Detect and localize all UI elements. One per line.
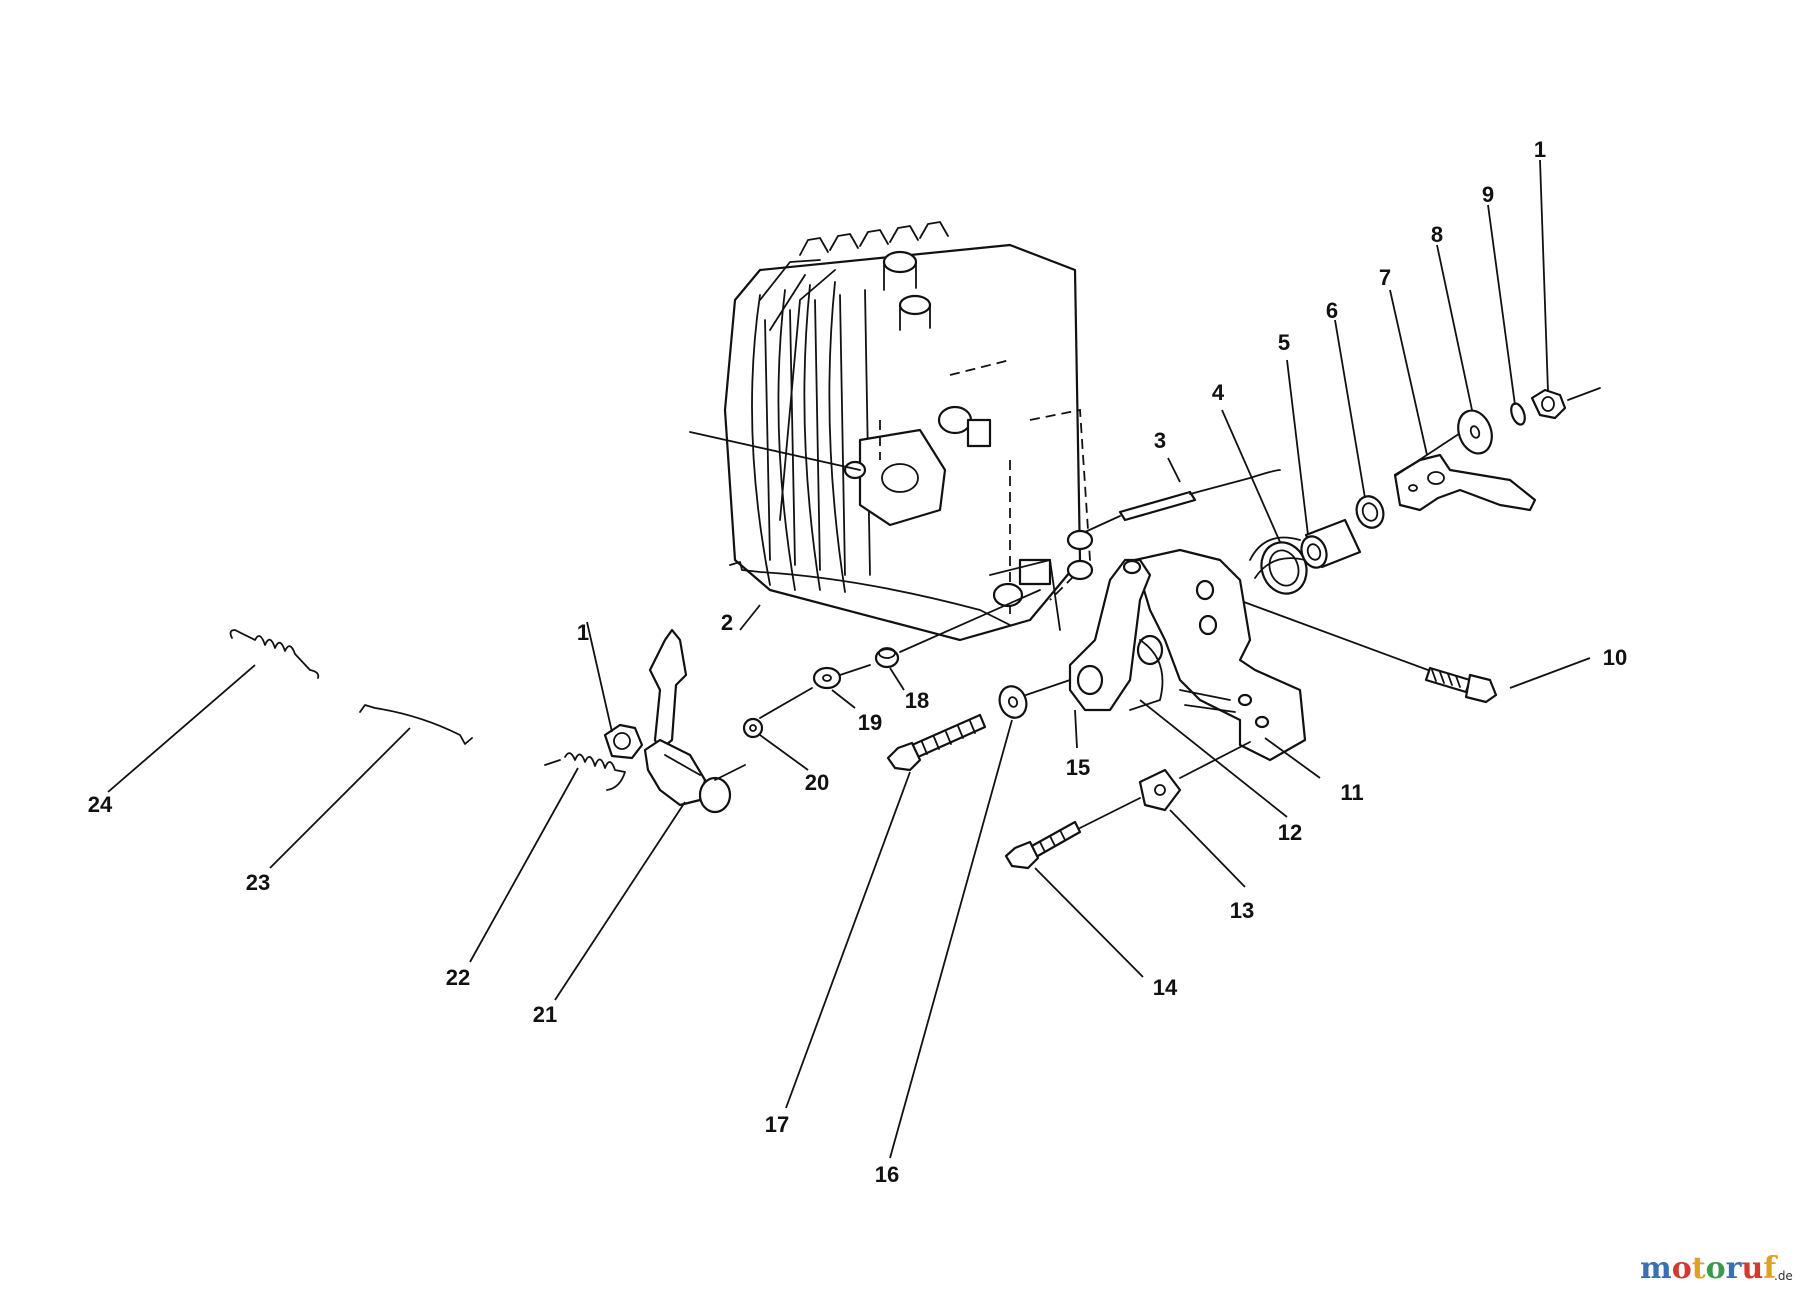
callout-4: 4 <box>1212 380 1225 405</box>
callout-21: 21 <box>533 1002 557 1027</box>
callout-12: 12 <box>1278 820 1302 845</box>
callout-19: 19 <box>858 710 882 735</box>
callout-1-lower: 1 <box>577 620 589 645</box>
callout-14: 14 <box>1153 975 1178 1000</box>
cap-18 <box>874 589 1041 669</box>
clip-13 <box>1138 741 1251 812</box>
throttle-bracket <box>1393 419 1537 512</box>
spring-24 <box>229 629 320 679</box>
link-wire-23 <box>359 704 473 745</box>
callout-22: 22 <box>446 965 470 990</box>
nut-upper <box>1530 387 1601 420</box>
callout-18: 18 <box>905 688 929 713</box>
callout-17: 17 <box>765 1112 789 1137</box>
callout-10: 10 <box>1603 645 1627 670</box>
governor-spring-22 <box>544 752 626 791</box>
bolt-17 <box>886 713 987 772</box>
callout-15: 15 <box>1066 755 1090 780</box>
callout-3: 3 <box>1154 428 1166 453</box>
watermark-tld: .de <box>1774 1269 1793 1283</box>
lock-washer <box>1510 402 1526 426</box>
governor-lever <box>643 628 746 814</box>
leader-lines <box>107 159 1591 1159</box>
watermark-brand: motoruf <box>1640 1251 1778 1286</box>
screw-14 <box>1004 797 1141 870</box>
callout-9: 9 <box>1482 182 1494 207</box>
nut-lower <box>603 723 644 760</box>
e-clip-20 <box>742 717 764 739</box>
bolt-10 <box>1224 594 1498 704</box>
washer-19 <box>759 664 871 719</box>
callout-13: 13 <box>1230 898 1254 923</box>
governor-arm <box>1068 558 1164 712</box>
washer-ring <box>1355 495 1385 529</box>
large-washer <box>1457 409 1493 455</box>
throttle-rod <box>1084 469 1281 533</box>
callout-24: 24 <box>88 792 113 817</box>
spring-coil <box>1249 536 1308 595</box>
callout-16: 16 <box>875 1162 899 1187</box>
callout-6: 6 <box>1326 298 1338 323</box>
engine-block <box>689 221 1094 642</box>
callout-20: 20 <box>805 770 829 795</box>
callout-11: 11 <box>1340 780 1363 805</box>
callout-5: 5 <box>1278 330 1290 355</box>
callout-2: 2 <box>721 610 733 635</box>
motoruf-watermark: motoruf .de <box>1640 1251 1793 1286</box>
callout-7: 7 <box>1379 265 1391 290</box>
callout-8: 8 <box>1431 222 1443 247</box>
governor-plate <box>1133 548 1307 762</box>
governor-link-rod <box>729 561 1011 626</box>
washer-16 <box>998 679 1071 719</box>
bushing <box>1300 518 1362 569</box>
callout-23: 23 <box>246 870 270 895</box>
callout-1-upper: 1 <box>1534 137 1546 162</box>
callout-numbers: 1 9 8 7 6 5 4 3 2 10 11 12 13 14 15 16 1… <box>88 137 1627 1187</box>
